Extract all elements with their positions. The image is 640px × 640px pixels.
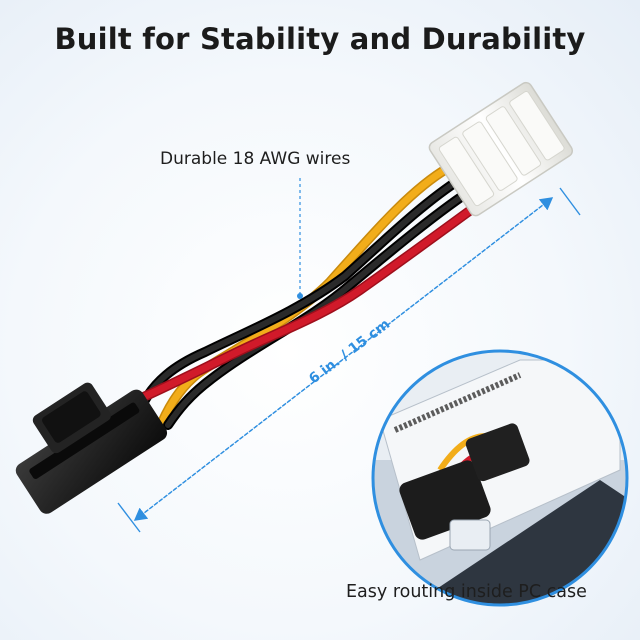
wire-bundle <box>123 163 495 437</box>
molex-connector <box>428 81 574 217</box>
length-arrow <box>133 197 553 521</box>
inset-caption: Easy routing inside PC case <box>346 582 587 602</box>
inset-ring <box>371 349 629 607</box>
wires-leader-dot <box>297 293 303 299</box>
length-label: 6 in. / 15 cm <box>306 316 393 387</box>
sata-connector <box>15 382 168 514</box>
page-title: Built for Stability and Durability <box>54 22 586 56</box>
wires-callout: Durable 18 AWG wires <box>160 149 351 169</box>
